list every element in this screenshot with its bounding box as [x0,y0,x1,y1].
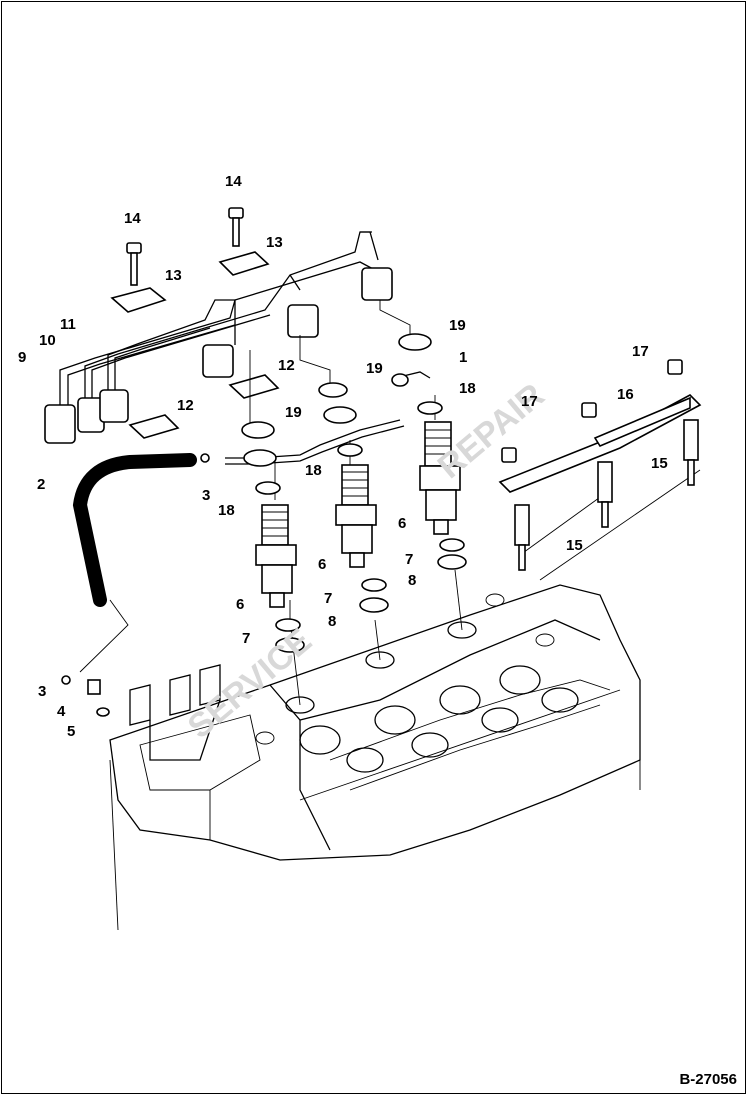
callout-8: 8 [328,613,336,630]
callout-2: 2 [37,476,45,493]
gasket [96,707,110,717]
glow-plug [683,419,699,486]
callout-18: 18 [305,462,322,479]
callout-15: 15 [566,537,583,554]
callout-19: 19 [366,360,383,377]
line-nut-left [44,389,129,444]
callout-12: 12 [278,357,295,374]
glow-plug [597,461,613,528]
injector [255,504,297,608]
injector [419,421,461,535]
callout-19: 19 [449,317,466,334]
bolt [126,242,142,286]
callout-7: 7 [405,551,413,568]
callout-7: 7 [324,590,332,607]
callout-6: 6 [398,515,406,532]
bolt [228,207,244,247]
callout-18: 18 [459,380,476,397]
callout-14: 14 [225,173,242,190]
glow-plug [514,504,530,571]
callout-13: 13 [266,234,283,251]
callout-17: 17 [632,343,649,360]
callout-18: 18 [218,502,235,519]
injector [335,464,377,568]
glow-plug-connector [498,394,702,493]
clamp-pad [128,414,180,439]
callout-11: 11 [60,316,76,333]
hose-clip [61,453,210,685]
cylinder-head [109,584,641,931]
callout-6: 6 [236,596,244,613]
line-nut [287,304,319,338]
callout-9: 9 [18,349,26,366]
banjo-bolt [87,679,101,695]
callout-13: 13 [165,267,182,284]
callout-7: 7 [242,630,250,647]
washers [241,333,467,653]
callout-8: 8 [408,572,416,589]
line-clamp [110,287,167,313]
callout-6: 6 [318,556,326,573]
line-nut [361,267,393,301]
return-hose [72,453,197,607]
callout-3: 3 [202,487,210,504]
callout-19: 19 [285,404,302,421]
clamp-pad [228,374,280,399]
callout-1: 1 [459,349,467,366]
callout-4: 4 [57,703,66,720]
callout-5: 5 [67,723,75,740]
callout-17: 17 [521,393,538,410]
line-nut [202,344,234,378]
callout-12: 12 [177,397,194,414]
line-clamp [218,251,270,276]
figure-id: B-27056 [679,1071,737,1088]
fuel-injection-lines [59,231,379,410]
callout-15: 15 [651,455,668,472]
callout-14: 14 [124,210,141,227]
callout-10: 10 [39,332,56,349]
callout-3: 3 [38,683,46,700]
callout-16: 16 [617,386,634,403]
glow-plug-nut [501,359,683,463]
